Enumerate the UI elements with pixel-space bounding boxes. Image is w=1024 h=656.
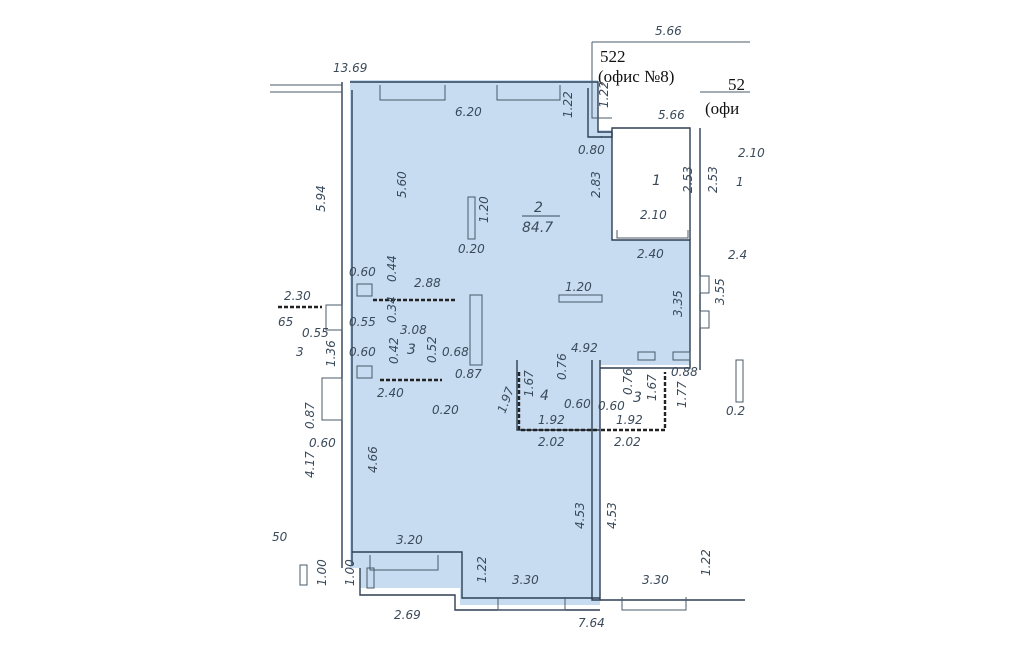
- room-number-1: 1: [652, 173, 661, 189]
- dimension-label: 4.92: [571, 341, 598, 355]
- dimension-label: 2.40: [377, 386, 404, 400]
- dimension-label: 1.22: [597, 81, 611, 108]
- dimension-label: 1.67: [522, 370, 536, 397]
- dimension-label: 0.20: [432, 403, 459, 417]
- neighbor-name-label: (офи: [705, 99, 739, 118]
- dimension-label: 0.44: [385, 255, 399, 282]
- dimension-label: 0.20: [458, 242, 485, 256]
- dimension-label: 1.00: [315, 559, 329, 586]
- dimension-label: 3.55: [713, 278, 727, 305]
- dimension-label: 13.69: [333, 61, 367, 75]
- dimension-label: 1.20: [565, 280, 592, 294]
- dimension-label: 0.52: [425, 336, 439, 363]
- dimension-label: 0.60: [349, 345, 376, 359]
- dimension-label: 0.55: [302, 326, 329, 340]
- dimension-label: 2.53: [706, 166, 720, 193]
- dimension-label: 1.67: [645, 374, 659, 401]
- room-area-2: 84.7: [522, 220, 553, 236]
- dimension-label: 0.60: [309, 436, 336, 450]
- dimension-label: 4.53: [605, 502, 619, 529]
- dimension-label: 65: [278, 315, 293, 329]
- walls: [270, 41, 750, 611]
- room-number-4: 4: [540, 388, 549, 404]
- dimension-label: 1.22: [475, 556, 489, 583]
- dimension-label: 0.42: [387, 337, 401, 364]
- dimension-label: 0.88: [671, 365, 698, 379]
- dimension-label: 50: [272, 530, 288, 544]
- dimension-label: 2.10: [640, 208, 667, 222]
- dimension-label: 1.36: [324, 340, 338, 367]
- dimension-label: 2.4: [728, 248, 747, 262]
- dimension-label: 2.40: [637, 247, 664, 261]
- dimension-label: 0.87: [455, 367, 482, 381]
- dimension-label: 5.94: [314, 185, 328, 212]
- labels: 522 (офис №8) 52 (офи 1 2 84.7 3 4 3 13.…: [272, 24, 765, 630]
- dimension-label: 1.22: [561, 91, 575, 118]
- dimension-label: 3.08: [400, 323, 427, 337]
- dimension-label: 0.2: [726, 404, 745, 418]
- dimension-label: 2.83: [589, 171, 603, 198]
- dimension-label: 1.92: [538, 413, 565, 427]
- dimension-label: 4.53: [573, 502, 587, 529]
- dimension-label: 1.22: [699, 549, 713, 576]
- dimension-label: 0.87: [303, 402, 317, 429]
- neighbor-number-label: 52: [728, 75, 745, 94]
- dimension-label: 0.60: [564, 397, 591, 411]
- dimension-label: 1.77: [675, 381, 689, 408]
- dimension-label: 2.02: [538, 435, 565, 449]
- dimension-label: 2.53: [681, 166, 695, 193]
- dimension-label: 4.17: [303, 451, 317, 478]
- dimension-label: 1.00: [343, 559, 357, 586]
- unit-name-label: (офис №8): [598, 67, 674, 86]
- dimension-label: 2.30: [284, 289, 311, 303]
- dimension-label: 3.30: [642, 573, 669, 587]
- dimension-label: 0.68: [442, 345, 469, 359]
- dimension-label: 2.88: [414, 276, 441, 290]
- dimension-label: 0.34: [385, 296, 399, 323]
- dimension-label: 0.76: [621, 368, 635, 395]
- dimension-label: 5.66: [655, 24, 682, 38]
- room-number-2: 2: [534, 200, 543, 216]
- dimension-label: 5.66: [658, 108, 685, 122]
- dimension-label: 3: [296, 345, 304, 359]
- unit-area: [350, 80, 690, 605]
- room-number-3b: 3: [633, 390, 642, 406]
- room-number-3: 3: [407, 342, 416, 358]
- dimension-label: 3.30: [512, 573, 539, 587]
- dimension-label: 1: [736, 175, 744, 189]
- dimension-label: 2.10: [738, 146, 765, 160]
- dimension-label: 5.60: [395, 171, 409, 198]
- dimension-label: 7.64: [578, 616, 605, 630]
- dimension-label: 3.20: [396, 533, 423, 547]
- dimension-label: 2.69: [394, 608, 421, 622]
- dimension-label: 0.60: [349, 265, 376, 279]
- dimension-label: 0.55: [349, 315, 376, 329]
- dimension-label: 0.76: [555, 353, 569, 380]
- unit-number-label: 522: [600, 47, 626, 66]
- dimension-label: 0.80: [578, 143, 605, 157]
- dimension-label: 4.66: [366, 446, 380, 473]
- dimension-label: 0.60: [598, 399, 625, 413]
- dimension-label: 3.35: [671, 290, 685, 317]
- dimension-label: 1.20: [477, 196, 491, 223]
- dimension-label: 2.02: [614, 435, 641, 449]
- dimension-label: 1.92: [616, 413, 643, 427]
- dimension-label: 6.20: [455, 105, 482, 119]
